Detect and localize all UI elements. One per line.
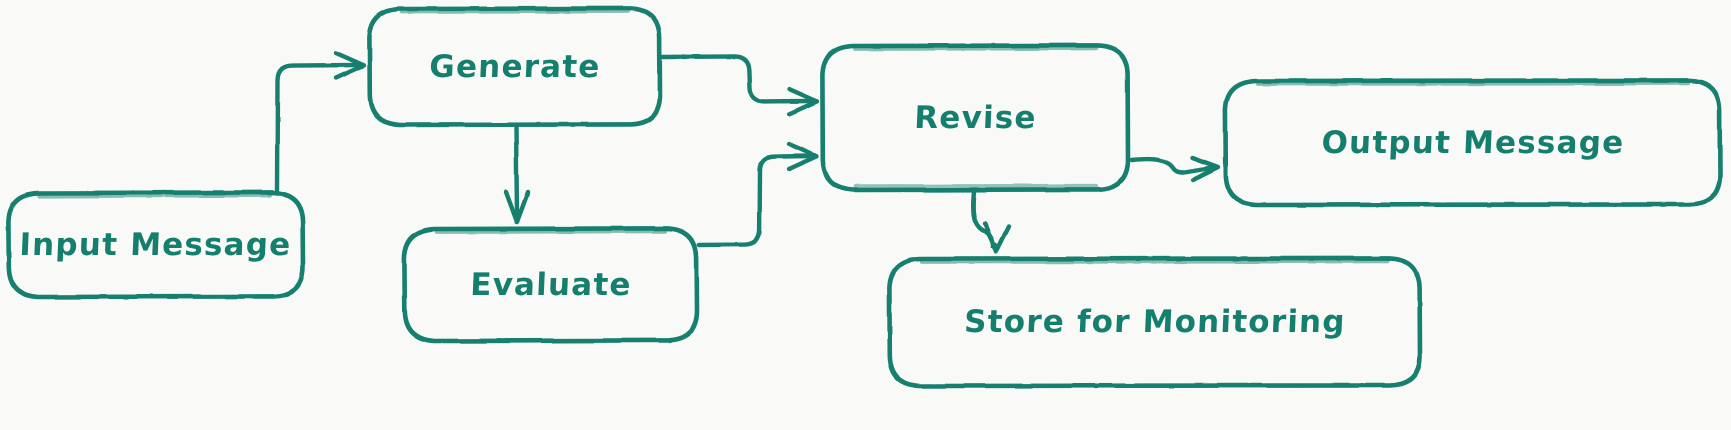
edge-generate-to-evaluate bbox=[503, 124, 531, 225]
node-shape-generate[interactable] bbox=[367, 6, 663, 128]
node-shape-store-for-monitoring[interactable] bbox=[887, 256, 1423, 389]
node-generate[interactable] bbox=[370, 8, 660, 125]
node-shape-input-message[interactable] bbox=[6, 190, 306, 300]
edge-evaluate-to-revise bbox=[696, 141, 820, 248]
edge-generate-to-revise bbox=[659, 54, 820, 117]
node-store-for-monitoring[interactable] bbox=[890, 258, 1420, 386]
node-output-message[interactable] bbox=[1226, 80, 1720, 205]
edge-revise-to-output bbox=[1129, 155, 1221, 183]
node-input-message[interactable] bbox=[8, 192, 303, 297]
edge-revise-to-store bbox=[971, 189, 1012, 255]
node-shape-output-message[interactable] bbox=[1223, 78, 1723, 208]
node-shape-revise[interactable] bbox=[820, 43, 1131, 193]
edge-input-to-generate bbox=[274, 50, 367, 193]
node-shape-evaluate[interactable] bbox=[402, 226, 700, 344]
node-evaluate[interactable] bbox=[405, 228, 697, 341]
node-revise[interactable] bbox=[823, 45, 1128, 190]
